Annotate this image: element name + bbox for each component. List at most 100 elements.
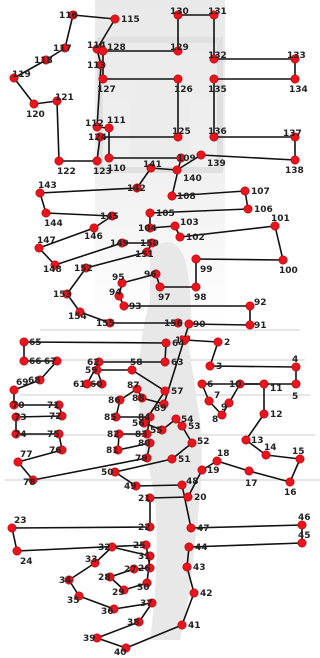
dot-label: 139 — [207, 159, 226, 169]
dot-153: 153 — [53, 290, 72, 300]
dot-marker — [184, 493, 192, 501]
dot-118: 118 — [34, 56, 53, 66]
dot-label: 152 — [74, 264, 93, 274]
dot-label: 81 — [106, 446, 119, 456]
dot-34: 34 — [59, 576, 73, 586]
dot-label: 72 — [49, 412, 62, 422]
dot-label: 6 — [207, 380, 213, 390]
dot-label: 149 — [110, 239, 129, 249]
dot-label: 137 — [283, 129, 302, 139]
dot-label: 106 — [254, 205, 273, 215]
dot-label: 64 — [172, 339, 185, 349]
dot-label: 111 — [107, 116, 126, 126]
dot-label: 28 — [98, 573, 111, 583]
dot-label: 65 — [29, 338, 42, 348]
dot-label: 5 — [292, 392, 298, 402]
dot-label: 3 — [216, 362, 222, 372]
dot-marker — [120, 302, 128, 310]
dot-label: 7 — [214, 391, 220, 401]
dot-marker — [185, 543, 193, 551]
dot-label: 95 — [112, 273, 125, 283]
dot-label: 123 — [93, 167, 112, 177]
dot-marker — [99, 47, 107, 55]
line-segment — [24, 342, 166, 343]
dot-marker — [188, 439, 196, 447]
dot-label: 34 — [59, 576, 72, 586]
dot-marker — [260, 410, 268, 418]
dot-label: 133 — [287, 51, 306, 61]
dot-marker — [187, 524, 195, 532]
dot-label: 85 — [104, 413, 117, 423]
dot-marker — [260, 380, 268, 388]
dot-label: 136 — [208, 127, 227, 137]
dot-label: 67 — [44, 357, 57, 367]
dot-label: 108 — [177, 192, 196, 202]
dot-label: 12 — [270, 410, 283, 420]
dot-marker — [30, 100, 38, 108]
dot-151: 151 — [135, 248, 154, 260]
dot-label: 66 — [29, 357, 42, 367]
dot-label: 88 — [132, 394, 145, 404]
dot-marker — [242, 436, 250, 444]
dot-marker — [185, 320, 193, 328]
dot-label: 134 — [289, 85, 308, 95]
dot-label: 97 — [158, 293, 171, 303]
dot-label: 48 — [186, 477, 199, 487]
dot-label: 115 — [121, 15, 140, 25]
dot-marker — [146, 209, 154, 217]
dot-124: 124 — [88, 133, 107, 143]
dot-label: 101 — [271, 214, 290, 224]
dot-label: 69 — [16, 378, 29, 388]
dot-88: 88 — [132, 394, 146, 404]
dot-155: 155 — [96, 319, 115, 329]
dot-marker — [162, 339, 170, 347]
dot-marker — [156, 283, 164, 291]
dot-label: 41 — [188, 621, 201, 631]
dot-marker — [161, 387, 169, 395]
dot-label: 125 — [172, 127, 191, 137]
dot-label: 23 — [14, 516, 27, 526]
line-segment — [196, 259, 283, 260]
dot-label: 45 — [298, 531, 311, 541]
dot-marker — [246, 321, 254, 329]
dot-label: 44 — [195, 543, 208, 553]
dot-label: 77 — [20, 450, 33, 460]
dot-label: 35 — [67, 596, 80, 606]
dot-marker — [210, 75, 218, 83]
dot-label: 39 — [83, 634, 96, 644]
dot-label: 105 — [156, 209, 175, 219]
dot-marker — [178, 621, 186, 629]
dot-label: 52 — [197, 437, 210, 447]
dot-marker — [245, 467, 253, 475]
dot-marker — [192, 283, 200, 291]
dot-70: 70 — [10, 401, 25, 411]
dot-label: 140 — [183, 174, 202, 184]
dot-label: 126 — [174, 85, 193, 95]
dot-150: 150 — [140, 239, 159, 249]
dot-label: 29 — [112, 588, 125, 598]
dot-107: 107 — [241, 187, 270, 197]
dot-label: 141 — [143, 160, 162, 170]
dot-label: 50 — [101, 468, 114, 478]
dot-label: 62 — [87, 358, 100, 368]
dot-marker — [198, 380, 206, 388]
dot-marker — [291, 156, 299, 164]
dot-marker — [161, 358, 169, 366]
dot-marker — [171, 222, 179, 230]
dot-label: 13 — [251, 436, 264, 446]
dot-label: 4 — [292, 355, 298, 365]
dot-label: 129 — [170, 43, 189, 53]
dot-label: 142 — [127, 184, 146, 194]
dot-label: 144 — [44, 219, 63, 229]
dot-marker — [198, 466, 206, 474]
dot-label: 33 — [85, 555, 98, 565]
dot-label: 40 — [114, 648, 127, 658]
dot-label: 30 — [137, 583, 150, 593]
dot-label: 92 — [254, 298, 267, 308]
dot-label: 94 — [109, 288, 122, 298]
dot-label: 10 — [229, 380, 242, 390]
dot-label: 131 — [208, 7, 227, 17]
dot-label: 80 — [138, 439, 151, 449]
dot-label: 155 — [96, 319, 115, 329]
